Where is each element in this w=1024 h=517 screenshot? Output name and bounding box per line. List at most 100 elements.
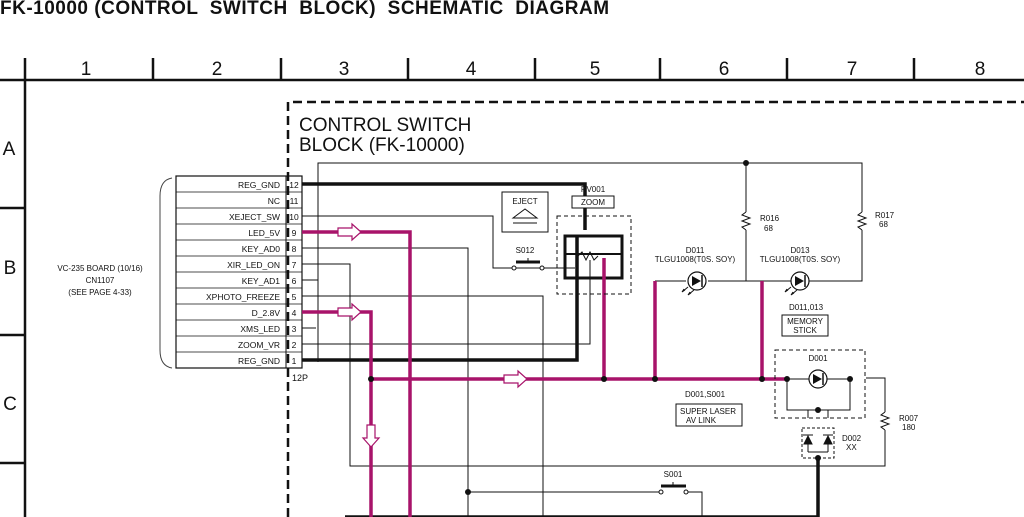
board-label-line1: VC-235 BOARD (10/16)	[57, 264, 143, 273]
connector-type-label: 12P	[292, 373, 308, 383]
r007-value: 180	[902, 423, 916, 432]
column-label-3: 3	[339, 59, 350, 80]
pin-name: LED_5V	[248, 228, 280, 238]
pin-name: D_2.8V	[252, 308, 281, 318]
super-laser-box	[675, 403, 743, 427]
resistor-r007	[879, 411, 891, 431]
pin-name: REG_GND	[238, 180, 280, 190]
potentiometer-icon	[577, 250, 599, 262]
eject-label: EJECT	[512, 197, 537, 206]
column-label-6: 6	[719, 59, 730, 80]
super-laser-line2: AV LINK	[686, 416, 717, 425]
pin-row: XMS_LED 3	[240, 324, 296, 334]
r007-label: R007	[899, 414, 919, 423]
pin-name: REG_GND	[238, 356, 280, 366]
pin-row: ZOOM_VR 2	[238, 340, 297, 350]
highlight-wires	[302, 230, 787, 517]
pin-number: 8	[292, 244, 297, 254]
column-label-1: 1	[81, 59, 92, 80]
pin-name: KEY_AD0	[242, 244, 281, 254]
pin-row: REG_GND 12	[238, 180, 299, 190]
pin-name: XMS_LED	[240, 324, 280, 334]
pin-number: 3	[292, 324, 297, 334]
d002-value: XX	[846, 443, 857, 452]
d013-label: D013	[790, 246, 810, 255]
column-label-7: 7	[847, 59, 858, 80]
grid-frame	[0, 58, 1024, 517]
d011-013-label: D011,013	[789, 303, 824, 312]
pin-name: ZOOM_VR	[238, 340, 280, 350]
s001-label: S001	[664, 470, 683, 479]
d001-dashed-box	[774, 349, 866, 419]
connector-cn1107	[175, 175, 303, 369]
pin-number: 4	[292, 308, 297, 318]
resistor-r016	[740, 211, 752, 231]
block-title-line1: CONTROL SWITCH	[299, 115, 471, 136]
diagram-title: FK-10000 (CONTROL SWITCH BLOCK) SCHEMATI…	[0, 0, 610, 19]
eject-icon	[511, 208, 539, 219]
d002-dashed-box	[801, 427, 835, 459]
column-label-5: 5	[590, 59, 601, 80]
memory-stick-box	[781, 314, 829, 337]
pin-name: XIR_LED_ON	[227, 260, 280, 270]
rv001-label: RV001	[581, 185, 606, 194]
pin-number: 6	[292, 276, 297, 286]
pin-number: 9	[292, 228, 297, 238]
board-label-line3: (SEE PAGE 4-33)	[68, 288, 132, 297]
pin-row: LED_5V 9	[248, 228, 296, 238]
led-d001	[808, 369, 828, 389]
pin-number: 12	[289, 180, 299, 190]
d001-s001-label: D001,S001	[685, 390, 726, 399]
r016-value: 68	[764, 224, 773, 233]
pin-number: 1	[292, 356, 297, 366]
pin-row: REG_GND 1	[238, 356, 297, 366]
s012-label: S012	[516, 246, 535, 255]
pin-name: XPHOTO_FREEZE	[206, 292, 280, 302]
led-d011	[681, 271, 707, 296]
thick-wires	[302, 182, 820, 517]
column-label-4: 4	[466, 59, 477, 80]
pin-name: XEJECT_SW	[229, 212, 280, 222]
resistor-r017	[856, 211, 868, 231]
switch-s001	[658, 482, 689, 495]
pin-number: 10	[289, 212, 299, 222]
arrow-icon	[503, 369, 528, 389]
row-label-b: B	[4, 258, 17, 279]
rv001-function: ZOOM	[581, 198, 605, 207]
pin-row: KEY_AD1 6	[242, 276, 297, 286]
d011-part: TLGU1008(T0S. SOY)	[655, 255, 736, 264]
block-outline	[286, 100, 1024, 517]
column-label-8: 8	[975, 59, 986, 80]
d002-label: D002	[842, 434, 862, 443]
arrow-icon	[337, 302, 362, 322]
memory-stick-line1: MEMORY	[787, 317, 824, 326]
d001-label: D001	[808, 354, 828, 363]
diode-d002	[803, 434, 833, 453]
super-laser-line1: SUPER LASER	[680, 407, 736, 416]
rv001-label-box	[571, 195, 615, 209]
r016-label: R016	[760, 214, 780, 223]
rv001-dashed-box	[556, 215, 632, 295]
pin-number: 5	[292, 292, 297, 302]
pin-row: XIR_LED_ON 7	[227, 260, 297, 270]
pin-number: 2	[292, 340, 297, 350]
row-label-a: A	[3, 139, 16, 160]
thin-wires	[302, 162, 886, 517]
pin-name: NC	[268, 196, 280, 206]
r017-label: R017	[875, 211, 895, 220]
pin-row: KEY_AD0 8	[242, 244, 297, 254]
pin-row: XEJECT_SW 10	[229, 212, 299, 222]
eject-symbol	[501, 191, 549, 233]
board-label-line2: CN1107	[86, 276, 115, 285]
signal-arrows	[337, 222, 528, 448]
pin-number: 7	[292, 260, 297, 270]
junction-dots	[368, 160, 853, 495]
pin-row: XPHOTO_FREEZE 5	[206, 292, 297, 302]
switch-s012	[511, 258, 545, 271]
pin-name: KEY_AD1	[242, 276, 281, 286]
arrow-icon	[361, 424, 381, 448]
r017-value: 68	[879, 220, 888, 229]
pin-row: D_2.8V 4	[252, 308, 297, 318]
